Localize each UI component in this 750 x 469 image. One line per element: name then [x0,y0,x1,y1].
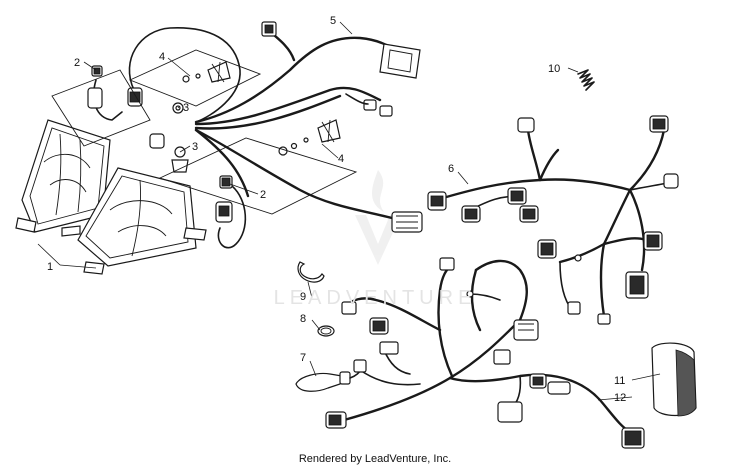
callout-8: 8 [300,313,306,325]
callout-4a: 4 [159,51,165,63]
callout-3b: 3 [192,141,198,153]
socket-harness-upper [87,27,241,123]
headlight-left [15,119,111,237]
callout-9: 9 [300,291,306,303]
callout-6: 6 [448,163,454,175]
callout-12: 12 [614,392,626,404]
headlight-harness [194,21,423,233]
temperature-sensor [295,359,367,392]
watermark-logo [355,170,401,265]
guide-box-upper [128,49,262,107]
clamp-large [297,261,325,283]
footer-credit: Rendered by LeadVenture, Inc. [298,453,452,465]
watermark-text: LEADVENTURE [273,287,477,309]
clamp-small [317,325,335,337]
callout-2b: 2 [260,189,266,201]
callout-11: 11 [614,375,625,387]
callout-1: 1 [47,261,53,273]
leader-lines [37,21,661,401]
callout-5: 5 [330,15,336,27]
guide-box-left [51,69,151,147]
guide-box-lower [158,137,358,215]
spring [577,69,595,91]
protective-sleeve [651,342,697,417]
wiring-harness-main [427,115,679,325]
callouts: 1 2 2 3 3 4 4 5 6 7 8 9 10 11 12 [47,15,626,404]
socket-harness-lower [149,119,341,249]
callout-2a: 2 [74,57,80,69]
callout-10: 10 [548,63,560,75]
wiring-harness-lower [325,257,645,449]
callout-3a: 3 [183,102,189,114]
callout-7: 7 [300,352,306,364]
callout-4b: 4 [338,153,344,165]
